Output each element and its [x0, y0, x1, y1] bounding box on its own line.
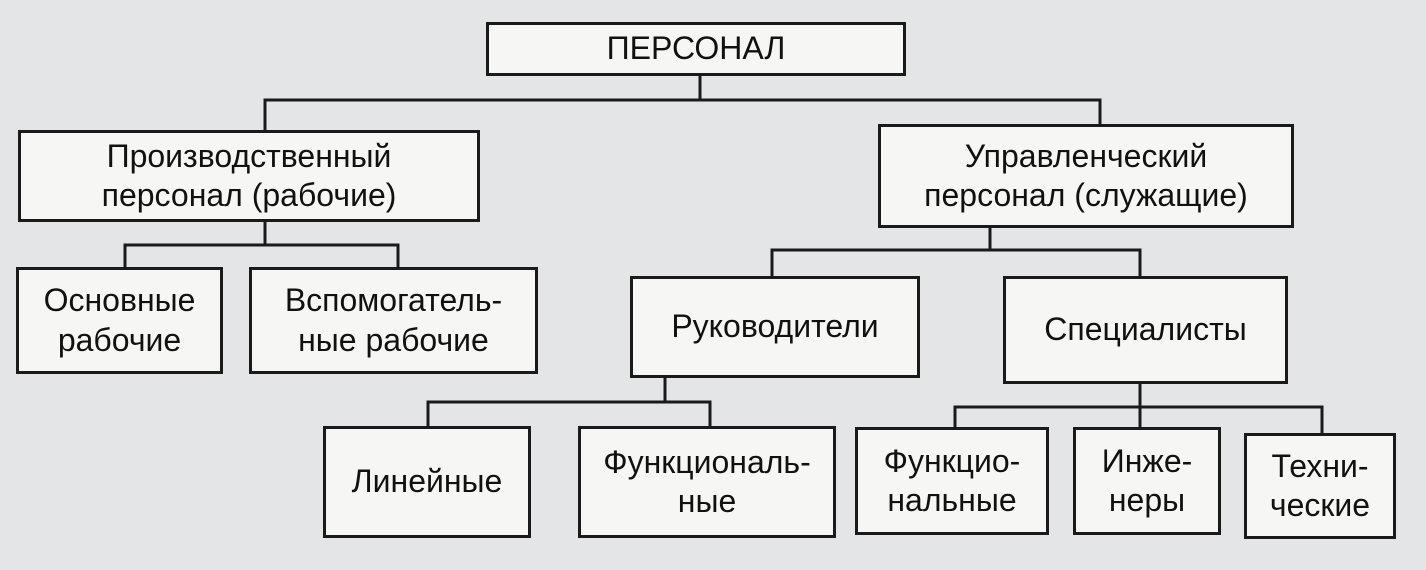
node-production-personnel: Производственный персонал (рабочие) — [18, 130, 480, 222]
node-management-personnel: Управленческий персонал (служащие) — [878, 124, 1294, 228]
node-label: Управленческий персонал (служащие) — [924, 137, 1248, 213]
node-functional-managers: Функциональ- ные — [578, 426, 836, 538]
node-label: Функцио- нальные — [883, 442, 1021, 518]
connector-managers-branch — [426, 400, 712, 426]
node-auxiliary-workers: Вспомогатель- ные рабочие — [249, 267, 538, 374]
node-line-managers: Линейные — [323, 426, 531, 538]
node-main-workers: Основные рабочие — [16, 267, 223, 374]
node-personnel-root: ПЕРСОНАЛ — [486, 22, 906, 76]
node-managers: Руководители — [630, 276, 920, 378]
node-technicians: Техни- ческие — [1244, 433, 1396, 539]
node-label: Руководители — [671, 308, 879, 345]
connector-production-branch — [123, 243, 400, 267]
node-label: Функциональ- ные — [603, 443, 811, 519]
node-specialists: Специалисты — [1003, 276, 1288, 384]
node-label: ПЕРСОНАЛ — [606, 30, 786, 67]
node-label: Основные рабочие — [43, 282, 196, 358]
node-functional-specialists: Функцио- нальные — [855, 427, 1049, 535]
node-label: Инже- неры — [1101, 442, 1193, 518]
node-engineers: Инже- неры — [1073, 427, 1221, 535]
connector-management-branch — [770, 248, 1142, 276]
node-label: Линейные — [351, 463, 503, 500]
node-label: Вспомогатель- ные рабочие — [284, 282, 503, 358]
node-label: Техни- ческие — [1269, 447, 1371, 523]
node-label: Специалисты — [1044, 311, 1247, 348]
node-label: Производственный персонал (рабочие) — [101, 137, 397, 213]
connector-root-branch — [263, 98, 1102, 130]
